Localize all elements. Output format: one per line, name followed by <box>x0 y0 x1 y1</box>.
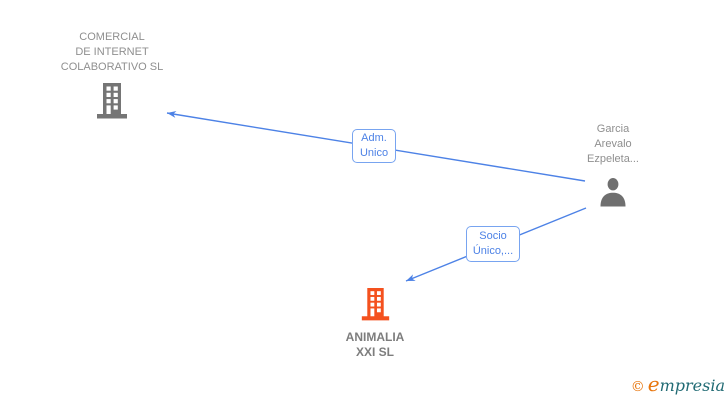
person-name-line: Garcia <box>596 123 630 135</box>
company-bottom-name: ANIMALIA XXI SL <box>313 330 437 360</box>
company-top-name-line: DE INTERNET <box>75 46 149 58</box>
node-comercial-de-internet-colaborativo[interactable]: COMERCIAL DE INTERNET COLABORATIVO SL <box>32 30 192 124</box>
empresia-logo-e: e <box>647 372 660 396</box>
person-name-line: Arevalo <box>594 138 632 150</box>
empresia-logo-text: mpresia <box>659 376 725 395</box>
edge-label-line: Único,... <box>472 245 514 257</box>
person-name: Garcia Arevalo Ezpeleta... <box>551 122 675 167</box>
company-top-name-line: COLABORATIVO SL <box>60 61 164 73</box>
company-top-name-line: COMERCIAL <box>79 31 145 43</box>
person-name-line: Ezpeleta... <box>587 153 639 165</box>
edge-label-line: Unico <box>359 147 389 159</box>
edge-label-adm-unico: Adm. Unico <box>352 129 396 163</box>
person-icon <box>596 177 630 207</box>
company-top-name: COMERCIAL DE INTERNET COLABORATIVO SL <box>32 30 192 75</box>
company-bottom-name-line: ANIMALIA <box>345 330 405 344</box>
company-bottom-name-line: XXI SL <box>355 345 394 359</box>
building-icon <box>360 285 391 322</box>
edge-label-socio-unico: Socio Único,... <box>466 226 520 262</box>
node-animalia-xxi[interactable]: ANIMALIA XXI SL <box>313 285 437 360</box>
edge-label-line: Socio <box>479 230 507 242</box>
node-garcia-arevalo-ezpeleta[interactable]: Garcia Arevalo Ezpeleta... <box>551 122 675 212</box>
building-icon <box>95 81 129 119</box>
edge-label-line: Adm. <box>361 132 387 144</box>
copyright-icon: © <box>630 379 645 395</box>
empresia-logo[interactable]: ©empresia <box>631 372 725 396</box>
